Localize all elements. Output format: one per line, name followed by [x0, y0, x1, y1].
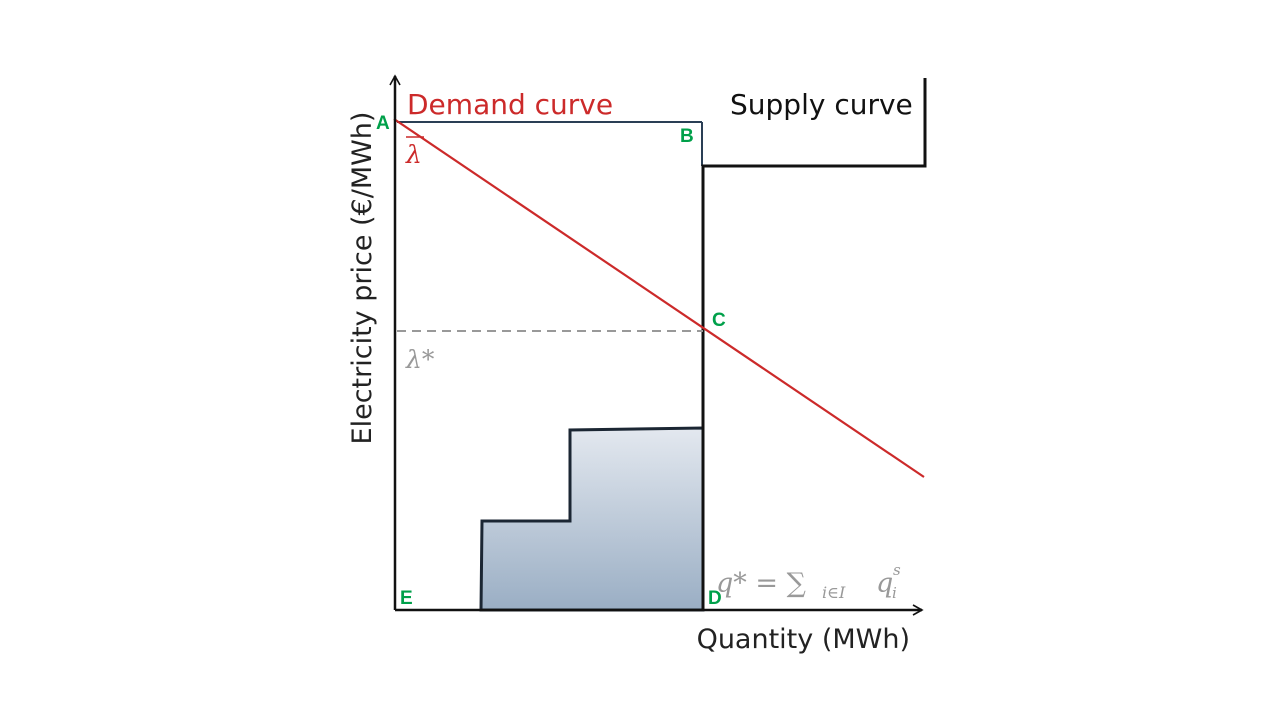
- supply-curve-label: Supply curve: [730, 88, 913, 121]
- q-star-q-superscript: s: [893, 561, 901, 579]
- point-label-b: B: [680, 126, 694, 147]
- q-star-main: q* = ∑: [716, 568, 806, 599]
- x-axis-title: Quantity (MWh): [697, 624, 910, 655]
- point-label-e: E: [400, 588, 413, 609]
- q-star-sum-subscript: i∈I: [822, 583, 846, 602]
- lambda-star-symbol: λ*: [405, 345, 435, 374]
- q-star-q: q: [876, 568, 893, 599]
- supply-curve: [701, 78, 927, 610]
- q-star-formula: q* = ∑ i∈I q i s: [716, 561, 901, 602]
- y-axis-title: Electricity price (€/MWh): [347, 112, 378, 445]
- q-star-q-subscript: i: [892, 584, 897, 602]
- point-label-d: D: [708, 588, 722, 609]
- point-label-a: A: [376, 113, 390, 134]
- supply-block-area: [479, 426, 705, 612]
- demand-curve-label: Demand curve: [407, 88, 613, 121]
- lambda-bar-symbol: λ: [405, 140, 422, 169]
- demand-curve: [393, 118, 925, 478]
- point-label-c: C: [712, 310, 726, 331]
